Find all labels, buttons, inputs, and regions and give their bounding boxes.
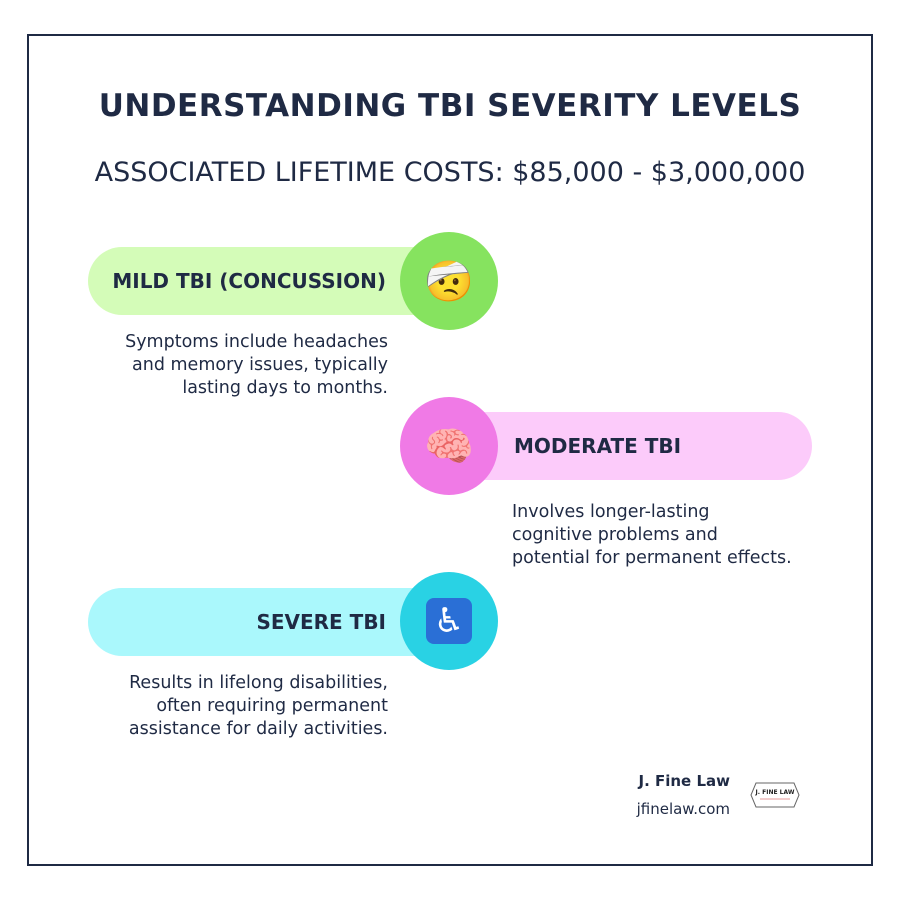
wheelchair-glyph: ♿ (426, 598, 472, 644)
brand-name: J. Fine Law (638, 772, 730, 790)
brain-icon: 🧠 (400, 397, 498, 495)
desc-line: Symptoms include headaches (125, 332, 388, 352)
desc-line: Involves longer-lasting (512, 502, 710, 522)
moderate-tbi-label: MODERATE TBI (514, 434, 682, 458)
page-title: UNDERSTANDING TBI SEVERITY LEVELS (98, 88, 802, 124)
severe-tbi-description: Results in lifelong disabilities, often … (88, 672, 388, 741)
severe-tbi-pill: SEVERE TBI (88, 588, 448, 656)
moderate-tbi-pill: MODERATE TBI (450, 412, 812, 480)
wheelchair-icon: ♿ (400, 572, 498, 670)
moderate-tbi-description: Involves longer-lasting cognitive proble… (512, 501, 832, 570)
desc-line: often requiring permanent (156, 696, 388, 716)
svg-text:J. FINE LAW: J. FINE LAW (755, 789, 795, 796)
brand-url[interactable]: jfinelaw.com (636, 800, 730, 818)
mild-tbi-description: Symptoms include headaches and memory is… (88, 331, 388, 400)
desc-line: potential for permanent effects. (512, 548, 792, 568)
mild-tbi-pill: MILD TBI (CONCUSSION) (88, 247, 448, 315)
desc-line: assistance for daily activities. (128, 719, 388, 739)
page-subtitle: ASSOCIATED LIFETIME COSTS: $85,000 - $3,… (94, 157, 806, 188)
desc-line: cognitive problems and (512, 525, 718, 545)
desc-line: lasting days to months. (182, 378, 388, 398)
severe-tbi-label: SEVERE TBI (256, 610, 386, 634)
desc-line: and memory issues, typically (132, 355, 388, 375)
frame-border (27, 34, 873, 866)
mild-tbi-label: MILD TBI (CONCUSSION) (112, 269, 386, 293)
jfine-law-logo: J. FINE LAW (750, 782, 800, 808)
desc-line: Results in lifelong disabilities, (129, 673, 388, 693)
bandaged-face-icon: 🤕 (400, 232, 498, 330)
